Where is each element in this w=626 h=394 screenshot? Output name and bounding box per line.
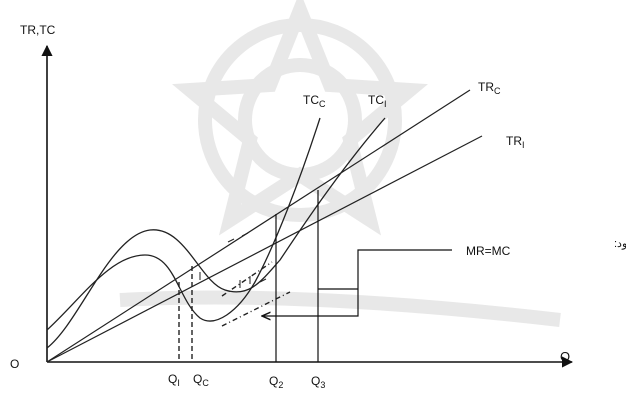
q-3-label-sub: 3 xyxy=(320,380,325,390)
tr-c-label: TRC xyxy=(478,80,501,96)
watermark-ornament xyxy=(119,0,561,327)
tc-i-label-main: TC xyxy=(368,93,384,107)
tc-c-label: TCC xyxy=(303,93,326,109)
q-3-label: Q3 xyxy=(311,374,325,390)
tr-i-label-main: TR xyxy=(506,134,522,148)
tr-i-label: TRI xyxy=(506,134,525,150)
tc-i-label: TCI xyxy=(368,93,387,109)
tc-i-label-sub: I xyxy=(384,99,387,109)
tangent-tc-i xyxy=(221,261,273,297)
tr-i-line xyxy=(46,135,483,363)
y-axis-label: TR,TC xyxy=(20,23,56,37)
tangent-tc-c xyxy=(221,291,291,327)
q-c-label: QC xyxy=(193,372,209,388)
q-i-label-main: Q xyxy=(168,372,177,386)
q-c-label-main: Q xyxy=(193,372,202,386)
annotation-arrow-upper xyxy=(262,249,452,316)
tc-c-label-main: TC xyxy=(303,93,319,107)
q-2-label-main: Q xyxy=(269,374,278,388)
tr-c-label-main: TR xyxy=(478,80,494,94)
tc-i-curve xyxy=(46,117,386,349)
q-i-label: QI xyxy=(168,372,180,388)
q-2-label: Q2 xyxy=(269,374,283,390)
tr-c-line xyxy=(46,89,471,363)
q-i-label-sub: I xyxy=(177,378,180,388)
direction-ticks xyxy=(199,232,267,288)
x-axis-label: Q xyxy=(560,349,570,364)
q-2-label-sub: 2 xyxy=(278,380,283,390)
annotation-prefix: ماکزیمم سود: xyxy=(614,238,626,250)
tc-c-curve xyxy=(46,117,321,331)
q-3-label-main: Q xyxy=(311,374,320,388)
tc-c-label-sub: C xyxy=(319,99,326,109)
origin-label: O xyxy=(10,357,19,371)
annotation-condition: MR=MC xyxy=(466,244,511,258)
tr-i-label-sub: I xyxy=(522,140,525,150)
tr-c-label-sub: C xyxy=(494,86,501,96)
q-c-label-sub: C xyxy=(202,378,209,388)
